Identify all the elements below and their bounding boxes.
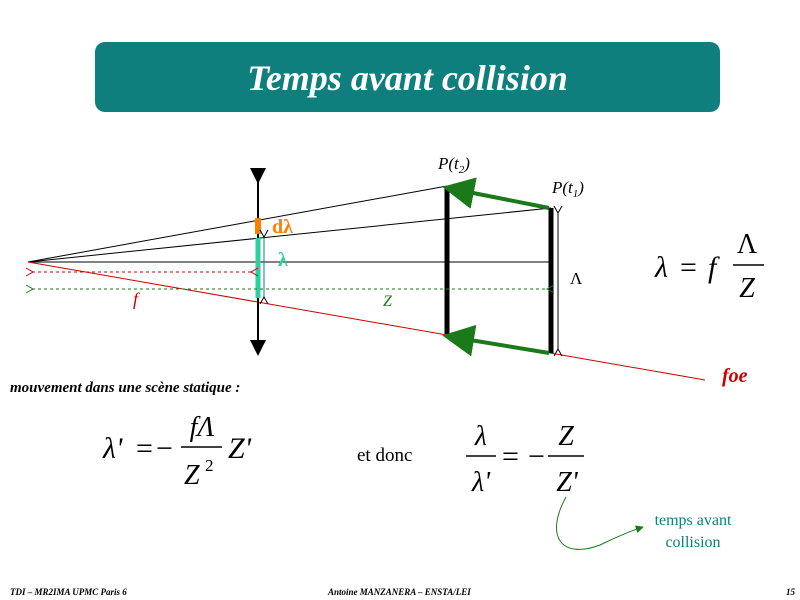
svg-text:Z': Z' [228, 432, 252, 465]
label-foe: foe [722, 365, 748, 387]
svg-text:2: 2 [205, 456, 214, 475]
label-f: f [133, 289, 141, 309]
label-lambda: λ [278, 249, 288, 271]
foe-line [27, 261, 706, 381]
label-z: Z [383, 293, 393, 310]
svg-text:λ: λ [474, 421, 487, 452]
svg-text:Z: Z [739, 273, 755, 304]
svg-text:Z': Z' [556, 467, 579, 498]
svg-text:fΛ: fΛ [190, 412, 215, 443]
svg-text:Z: Z [184, 460, 200, 491]
equation-lambda-prime: λ' = − fΛ Z 2 Z' [102, 412, 252, 491]
label-p-t1: P(t1) [551, 178, 584, 200]
svg-text:λ': λ' [102, 432, 123, 465]
svg-text:Z: Z [558, 421, 574, 452]
slide-title: Temps avant collision [247, 58, 568, 98]
footer-page-number: 15 [786, 587, 795, 597]
svg-text:Λ: Λ [737, 229, 758, 260]
label-d-lambda: dλ [272, 216, 293, 238]
motion-arrow-top [442, 177, 550, 210]
ray-to-pt2-top [27, 185, 448, 263]
svg-text:−: − [528, 440, 545, 473]
text-et-donc: et donc [357, 445, 413, 466]
note-time-to-collision: temps avant collision [654, 512, 732, 551]
svg-text:λ: λ [654, 251, 668, 284]
ray-to-pt1-top [27, 207, 552, 263]
note-curved-arrow [556, 496, 644, 550]
equation-lambda: λ = f Λ Z [654, 229, 764, 304]
footer-author: Antoine MANZANERA – ENSTA/LEI [328, 587, 471, 597]
title-banner: Temps avant collision [95, 42, 720, 112]
label-big-lambda: Λ [570, 269, 583, 288]
motion-arrow-bottom [442, 324, 550, 357]
svg-text:=: = [136, 432, 153, 465]
label-p-t2: P(t2) [437, 154, 470, 176]
svg-text:f: f [708, 251, 720, 284]
svg-text:λ': λ' [471, 467, 491, 498]
svg-text:=: = [502, 440, 519, 473]
caption-static-scene: mouvement dans une scène statique : [10, 380, 241, 396]
equation-ratio: λ λ' = − Z Z' [466, 421, 584, 498]
svg-text:−: − [156, 432, 173, 465]
footer-course: TDI – MR2IMA UPMC Paris 6 [10, 587, 127, 597]
svg-text:=: = [680, 251, 697, 284]
